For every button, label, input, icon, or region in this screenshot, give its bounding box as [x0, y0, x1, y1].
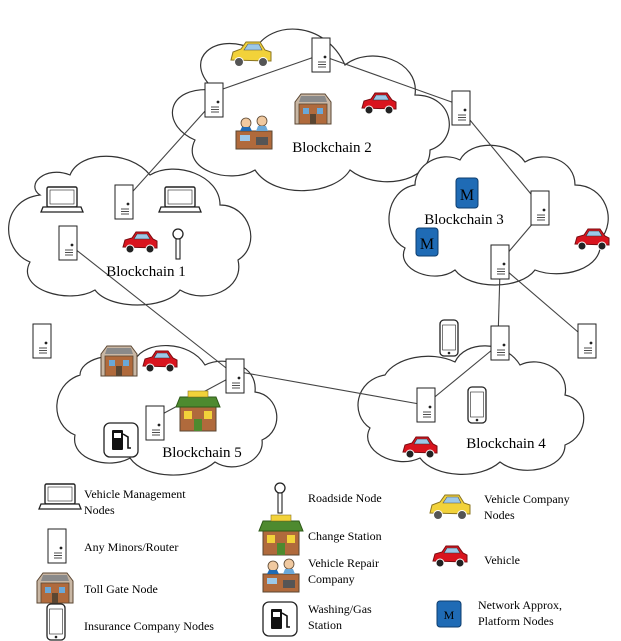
server-icon	[451, 90, 471, 126]
link-s2c-s3a	[459, 107, 541, 206]
link-s3b-s3c	[499, 264, 586, 339]
laptop-icon	[158, 186, 202, 213]
server-icon	[490, 325, 510, 361]
legend-label-vehicle-company: Vehicle Company Nodes	[484, 492, 573, 522]
toll-gate-icon	[100, 345, 138, 377]
blockchain-4-label: Blockchain 4	[466, 436, 546, 452]
link-s2b-s2c	[319, 54, 461, 106]
svg-text:M: M	[444, 608, 455, 622]
network-approx-node: M	[415, 227, 439, 257]
legend: Vehicle Management Nodes Any Minors/Rout…	[36, 482, 573, 641]
link-s2a-s1a	[124, 99, 216, 201]
link-s4b-s4a	[424, 344, 499, 406]
change-station-icon	[175, 390, 221, 432]
roadside-node-icon	[274, 482, 286, 514]
server-icon	[416, 387, 436, 423]
network-approx-legend-icon: M	[436, 600, 462, 628]
server-icon	[47, 528, 67, 564]
server-icon	[530, 190, 550, 226]
phone-icon	[439, 319, 459, 357]
vehicle-icon	[432, 545, 468, 568]
legend-label-change-station: Change Station	[308, 529, 382, 543]
server-icon	[577, 323, 597, 359]
phone-icon	[46, 603, 66, 641]
legend-label-repair: Vehicle Repair Company	[308, 556, 382, 586]
server-icon	[58, 225, 78, 261]
legend-label-miners-router: Any Minors/Router	[84, 540, 178, 554]
phone-icon	[467, 386, 487, 424]
change-station-icon	[258, 514, 304, 556]
laptop-icon	[40, 186, 84, 213]
server-icon	[145, 405, 165, 441]
toll-gate-icon	[36, 572, 74, 604]
blockchain-1-label: Blockchain 1	[106, 264, 186, 280]
legend-label-vehicle: Vehicle	[484, 553, 520, 567]
blockchain-2-label: Blockchain 2	[292, 140, 372, 156]
toll-gate-icon	[294, 93, 332, 125]
svg-text:M: M	[460, 187, 474, 204]
blockchain-5-label: Blockchain 5	[162, 445, 242, 461]
server-icon	[204, 82, 224, 118]
link-s1b-s5a	[69, 244, 236, 376]
svg-text:M: M	[420, 236, 434, 253]
link-s5a-s4b	[239, 371, 426, 406]
server-icon	[225, 358, 245, 394]
legend-label-network-approx: Network Approx, Platform Nodes	[478, 598, 565, 628]
network-approx-node: M	[455, 177, 479, 209]
server-icon	[490, 244, 510, 280]
legend-label-washing-gas: Washing/Gas Station	[308, 602, 375, 632]
server-icon	[114, 184, 134, 220]
server-icon	[32, 323, 52, 359]
blockchain-3-label: Blockchain 3	[424, 212, 504, 228]
legend-label-toll-gate: Toll Gate Node	[84, 582, 158, 596]
legend-label-roadside: Roadside Node	[308, 491, 382, 505]
legend-label-insurance: Insurance Company Nodes	[84, 619, 214, 633]
gas-station-icon	[262, 601, 298, 637]
server-icon	[311, 37, 331, 73]
vehicle-repair-icon	[262, 558, 300, 593]
legend-label-vehicle-management: Vehicle Management Nodes	[84, 487, 189, 517]
gas-station-icon	[103, 422, 139, 458]
laptop-icon	[38, 483, 82, 510]
blockchain-1-cloud	[8, 155, 252, 306]
link-s2a-s2b	[219, 54, 321, 91]
vehicle-company-icon	[429, 494, 471, 520]
